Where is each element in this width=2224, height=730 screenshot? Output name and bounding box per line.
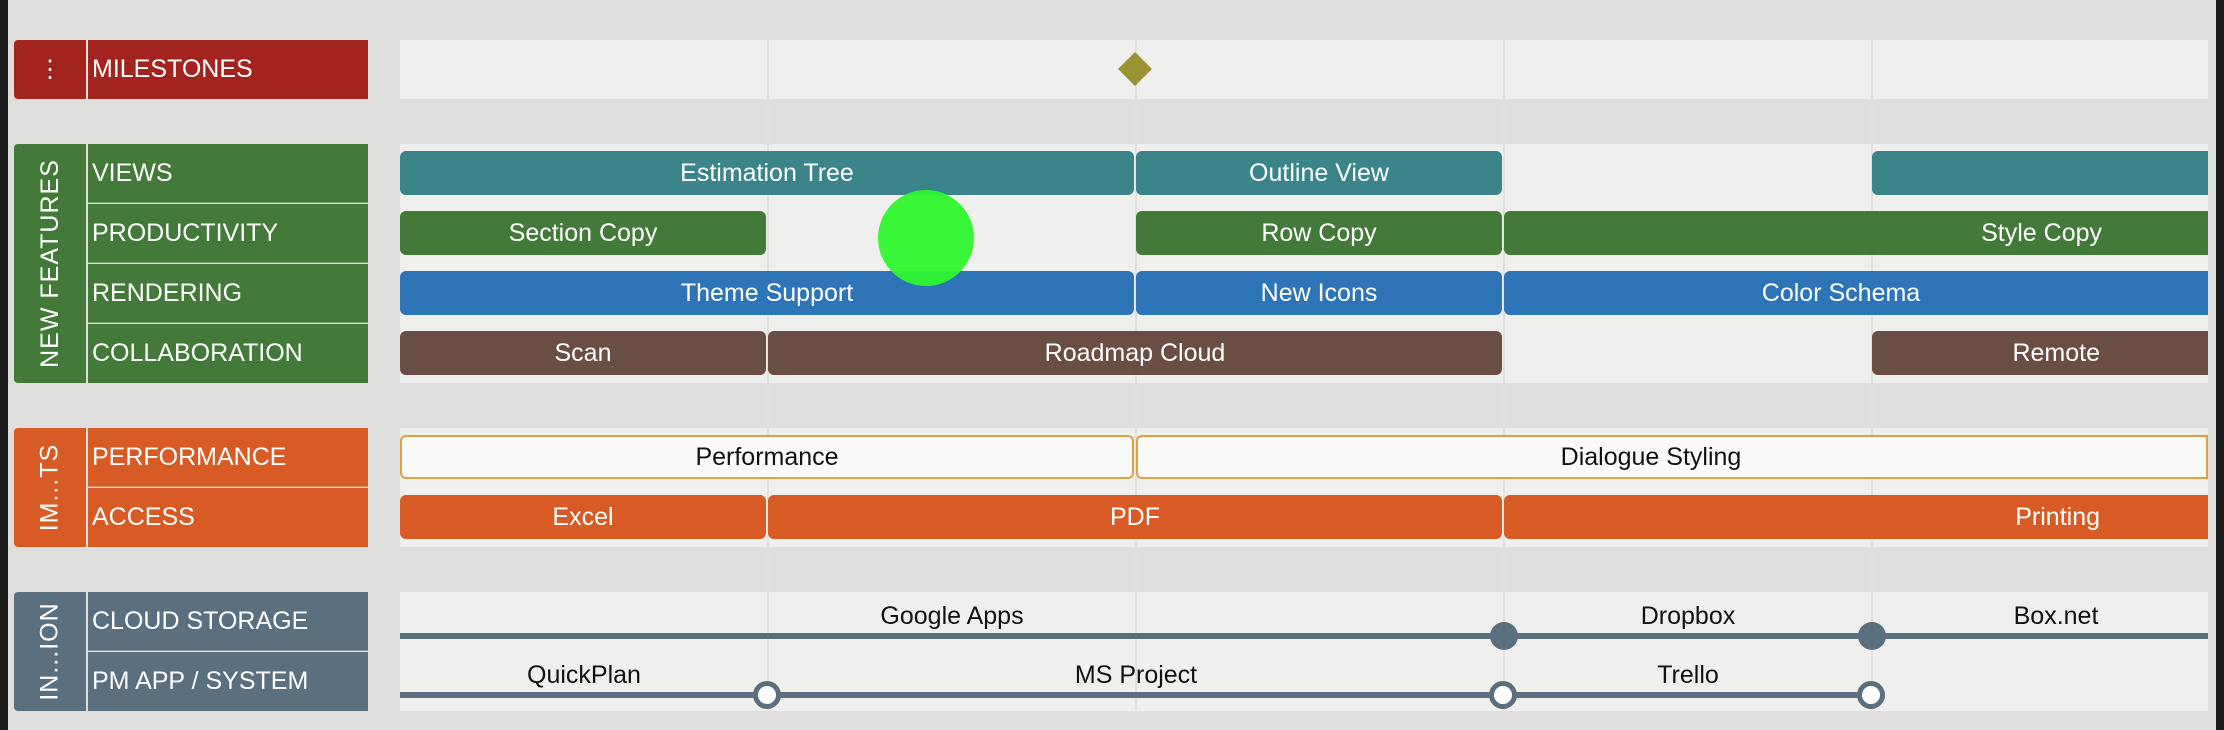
integration-box-net[interactable]: Box.net: [2013, 602, 2099, 630]
window-frame-left: [0, 0, 8, 730]
milestones-menu-button[interactable]: ⋮: [14, 40, 86, 99]
bar-style-copy[interactable]: Style Copy: [1504, 211, 2208, 255]
bar-excel[interactable]: Excel: [400, 495, 766, 539]
grid-line: [1503, 38, 1505, 710]
more-vertical-icon: ⋮: [38, 56, 62, 83]
bar-roadmap-cloud[interactable]: Roadmap Cloud: [768, 331, 1502, 375]
grid-line: [1871, 38, 1873, 710]
milestones-lane: [400, 40, 2208, 99]
row-label-milestones[interactable]: MILESTONES: [88, 40, 368, 99]
milestone-dot-ms-project[interactable]: [1489, 681, 1517, 709]
row-label-views[interactable]: VIEWS: [88, 144, 368, 203]
bar-color-schema[interactable]: Color Schema: [1504, 271, 2208, 315]
integration-google-apps[interactable]: Google Apps: [880, 602, 1024, 630]
milestone-dot-trello[interactable]: [1857, 681, 1885, 709]
bar-theme-support[interactable]: Theme Support: [400, 271, 1134, 315]
bar-remote[interactable]: Remote: [1872, 331, 2208, 375]
row-label-productivity[interactable]: PRODUCTIVITY: [88, 204, 368, 263]
row-label-access[interactable]: ACCESS: [88, 488, 368, 547]
touch-cursor-indicator: [878, 190, 974, 286]
row-label-rendering[interactable]: RENDERING: [88, 264, 368, 323]
milestone-dot-dropbox[interactable]: [1490, 622, 1518, 650]
section-new-features[interactable]: NEW FEATURES: [14, 144, 86, 383]
row-label-collaboration[interactable]: COLLABORATION: [88, 324, 368, 383]
integration-lane: [400, 592, 2208, 711]
bar-estimation-tree[interactable]: Estimation Tree: [400, 151, 1134, 195]
integration-dropbox[interactable]: Dropbox: [1640, 602, 1736, 630]
bar-performance[interactable]: Performance: [400, 435, 1134, 479]
section-improvements[interactable]: IM...TS: [14, 428, 86, 547]
integration-trello[interactable]: Trello: [1657, 661, 1719, 689]
section-title-integration: IN...ION: [35, 602, 64, 701]
bar-pdf[interactable]: PDF: [768, 495, 1502, 539]
bar-views-3[interactable]: [1872, 151, 2208, 195]
bar-new-icons[interactable]: New Icons: [1136, 271, 1502, 315]
integration-quickplan[interactable]: QuickPlan: [527, 661, 641, 689]
integration-ms-project[interactable]: MS Project: [1074, 661, 1198, 689]
row-label-cloud-storage[interactable]: CLOUD STORAGE: [88, 592, 368, 651]
row-label-performance[interactable]: PERFORMANCE: [88, 428, 368, 487]
pm-app-timeline: [400, 692, 1872, 698]
bar-scan[interactable]: Scan: [400, 331, 766, 375]
cloud-storage-timeline: [400, 633, 2208, 639]
bar-dialogue-styling[interactable]: Dialogue Styling: [1136, 435, 2208, 479]
bar-section-copy[interactable]: Section Copy: [400, 211, 766, 255]
milestone-dot-box-net[interactable]: [1858, 622, 1886, 650]
grid-line: [767, 38, 769, 710]
row-label-pm-app[interactable]: PM APP / SYSTEM: [88, 652, 368, 711]
section-integration[interactable]: IN...ION: [14, 592, 86, 711]
section-title-improvements: IM...TS: [35, 443, 64, 532]
bar-outline-view[interactable]: Outline View: [1136, 151, 1502, 195]
milestone-dot-quickplan[interactable]: [753, 681, 781, 709]
window-frame-right: [2216, 0, 2224, 730]
bar-printing[interactable]: Printing: [1504, 495, 2208, 539]
section-title-new-features: NEW FEATURES: [35, 159, 64, 368]
bar-row-copy[interactable]: Row Copy: [1136, 211, 1502, 255]
